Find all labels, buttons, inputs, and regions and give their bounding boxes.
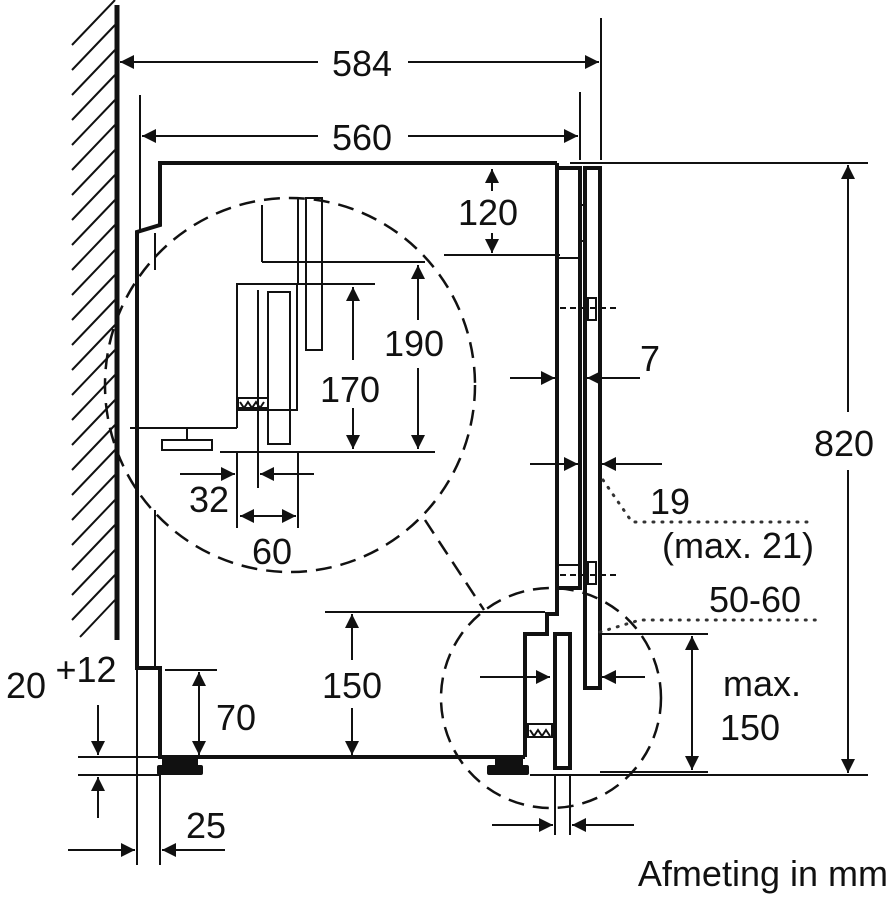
dimension-label-20: 20 xyxy=(6,665,46,706)
dimension-label-560: 560 xyxy=(332,117,392,158)
dimension-label-max-21: (max. 21) xyxy=(662,525,814,566)
dimension-label-19: 19 xyxy=(650,481,690,522)
dimension-label-max-150: 150 xyxy=(720,707,780,748)
cabinet-side-panel xyxy=(555,166,586,590)
dimension-label-170: 170 xyxy=(320,369,380,410)
dimension-32: 32 xyxy=(180,467,314,520)
dimension-label-25: 25 xyxy=(186,805,226,846)
dimension-lower-gap xyxy=(492,775,634,835)
dimension-label-190: 190 xyxy=(384,323,444,364)
dimension-60: 60 xyxy=(240,509,296,572)
plinth-panel xyxy=(527,632,572,770)
dimension-170: 170 xyxy=(320,287,380,449)
dimension-7: 7 xyxy=(510,338,660,385)
dimension-25: 25 xyxy=(68,668,226,865)
dimension-120: 120 xyxy=(444,169,560,256)
dimension-label-60: 60 xyxy=(252,531,292,572)
detail-circle-upper xyxy=(103,196,486,611)
dimension-label-820: 820 xyxy=(814,423,874,464)
dimension-820: 820 xyxy=(530,162,874,776)
dimension-label-plus-12: +12 xyxy=(55,649,116,690)
dimension-label-584: 584 xyxy=(332,43,392,84)
units-caption: Afmeting in mm xyxy=(638,853,888,894)
dimension-label-70: 70 xyxy=(216,697,256,738)
dimension-label-max: max. xyxy=(723,663,801,704)
dimension-584: 584 xyxy=(120,43,599,84)
dimension-label-32: 32 xyxy=(189,479,229,520)
appliance-feet xyxy=(157,757,529,775)
dimension-label-150: 150 xyxy=(322,665,382,706)
furniture-door xyxy=(560,166,618,690)
dimension-150: 150 xyxy=(322,611,545,755)
dimension-label-120: 120 xyxy=(458,192,518,233)
dimension-190: 190 xyxy=(384,265,444,449)
dimension-max-150: max. 150 xyxy=(600,633,801,773)
dimension-70: 70 xyxy=(165,669,256,755)
dimension-50-60: 50-60 xyxy=(598,579,820,634)
dimension-label-7: 7 xyxy=(640,338,660,379)
wall-hatching xyxy=(71,0,116,638)
dimension-20-plus-12: 20 +12 xyxy=(6,649,160,818)
dimension-560: 560 xyxy=(142,117,578,158)
dimension-label-50-60: 50-60 xyxy=(709,579,801,620)
detail-circle-lower xyxy=(439,586,663,810)
wall xyxy=(71,0,120,640)
dimension-19: 19 (max. 21) xyxy=(530,457,814,566)
